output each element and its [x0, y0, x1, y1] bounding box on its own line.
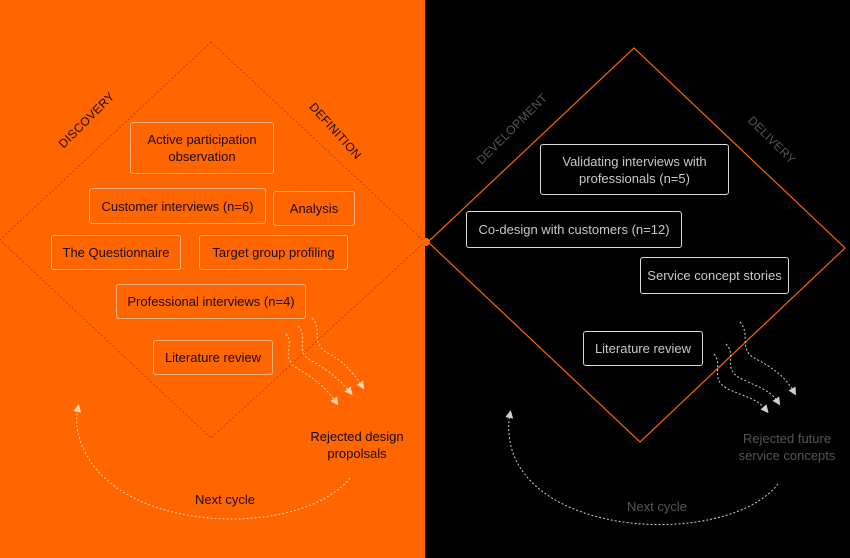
left-panel-discovery-definition	[0, 0, 425, 558]
connector-dot	[422, 238, 430, 246]
box-literature-review-right: Literature review	[583, 331, 703, 366]
left-rejected-arrows	[285, 317, 365, 406]
box-customer-interviews: Customer interviews (n=6)	[89, 188, 266, 224]
box-questionnaire: The Questionnaire	[51, 235, 181, 270]
box-validating-interviews: Validating interviews with professionals…	[540, 144, 729, 195]
box-co-design-customers: Co-design with customers (n=12)	[466, 211, 682, 248]
next-cycle-label-right: Next cycle	[627, 499, 687, 514]
rejected-future-service-concepts-label: Rejected future service concepts	[738, 431, 836, 463]
rejected-design-proposals-label: Rejected design propolsals	[310, 429, 404, 461]
right-rejected-arrows	[713, 321, 796, 414]
box-service-concept-stories: Service concept stories	[640, 257, 789, 294]
box-analysis: Analysis	[273, 191, 355, 226]
left-next-cycle-arc	[73, 404, 351, 520]
right-panel-development-delivery	[425, 0, 850, 558]
right-next-cycle-arc	[505, 410, 779, 526]
box-active-participation-observation: Active participation observation	[130, 122, 274, 174]
box-target-group-profiling: Target group profiling	[199, 235, 348, 270]
next-cycle-label-left: Next cycle	[195, 492, 255, 507]
box-professional-interviews: Professional interviews (n=4)	[116, 284, 306, 319]
right-diamond-outline	[427, 47, 846, 443]
left-diamond-outline	[0, 41, 426, 439]
box-literature-review-left: Literature review	[153, 340, 273, 375]
